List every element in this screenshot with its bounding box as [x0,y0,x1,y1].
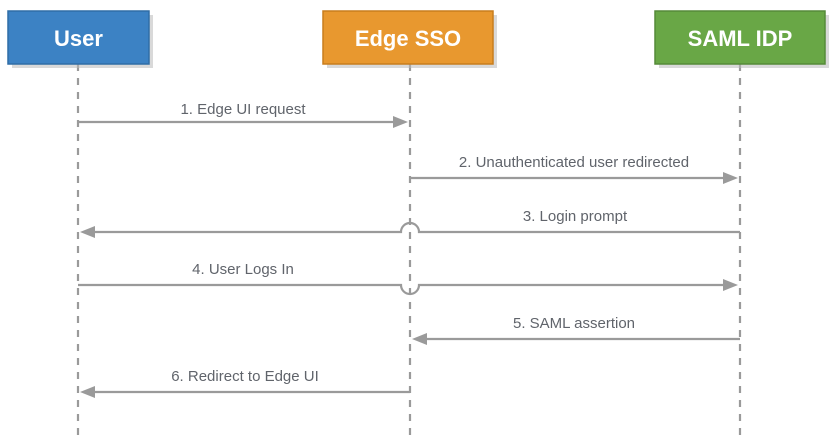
message-1[interactable]: 1. Edge UI request [78,101,408,128]
message-6[interactable]: 6. Redirect to Edge UI [80,368,410,398]
actor-user[interactable]: User [7,10,153,68]
message-5[interactable]: 5. SAML assertion [412,315,740,345]
message-6-arrowhead [80,386,95,398]
message-4-label: 4. User Logs In [192,261,294,278]
message-4[interactable]: 4. User Logs In [78,261,738,296]
message-5-arrowhead [412,333,427,345]
message-3[interactable]: 3. Login prompt [80,208,740,238]
actor-edge-sso-box [322,10,494,65]
message-4-line [78,283,729,296]
message-1-arrowhead [393,116,408,128]
messages-group: 1. Edge UI request 2. Unauthenticated us… [78,101,740,398]
message-6-label: 6. Redirect to Edge UI [171,368,319,385]
message-2[interactable]: 2. Unauthenticated user redirected [410,154,738,184]
message-4-arrowhead [723,279,738,291]
message-3-arrowhead [80,226,95,238]
message-2-arrowhead [723,172,738,184]
message-3-line [89,221,740,234]
actor-edge-sso[interactable]: Edge SSO [322,10,497,68]
actor-saml-idp-box [654,10,826,65]
message-5-label: 5. SAML assertion [513,315,635,332]
message-2-label: 2. Unauthenticated user redirected [459,154,689,171]
actor-edge-sso-label: Edge SSO [355,26,461,51]
actor-user-box [7,10,150,65]
actor-saml-idp-label: SAML IDP [688,26,793,51]
message-3-label: 3. Login prompt [523,208,628,225]
lifelines-group [76,64,742,441]
actor-saml-idp[interactable]: SAML IDP [654,10,829,68]
actor-user-label: User [54,26,103,51]
actor-boxes-group: User Edge SSO SAML IDP [7,10,829,68]
message-1-label: 1. Edge UI request [180,101,306,118]
